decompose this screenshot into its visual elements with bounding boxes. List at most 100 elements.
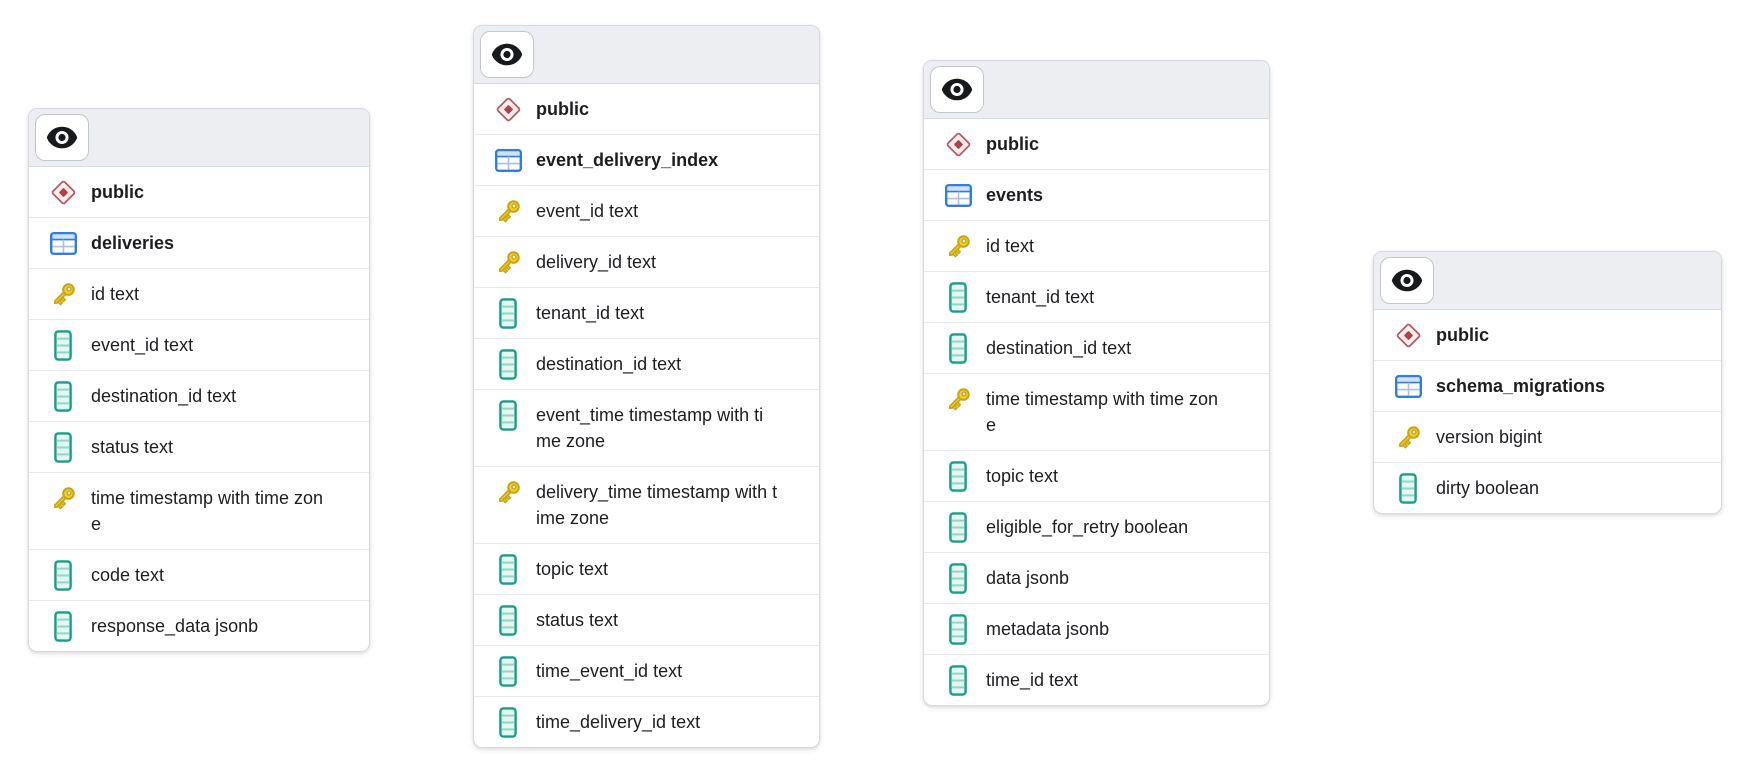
table-name: schema_migrations [1436,376,1606,396]
column-row: topic text [924,450,1269,501]
key-icon [493,479,523,505]
schema-row: public [29,167,369,217]
visibility-toggle-button[interactable] [930,66,984,113]
table-name: events [986,185,1044,205]
column-icon [48,329,78,361]
card-body: public events [924,119,1269,705]
card-header [924,61,1269,119]
column-label: eligible_for_retry boolean [986,517,1189,537]
schema-name: public [1436,325,1489,345]
key-icon [943,233,973,259]
column-label: time timestamp with time zone [91,488,324,534]
schema-diamond-icon [493,96,523,122]
column-icon [493,706,523,738]
column-label: event_id text [536,201,639,221]
schema-row: public [474,84,819,134]
column-row: time_delivery_id text [474,696,819,747]
table-card-schema_migrations[interactable]: public schema_migrations [1373,251,1722,514]
column-label: response_data jsonb [91,616,259,636]
column-icon [943,613,973,645]
key-icon [943,386,973,412]
column-icon [48,431,78,463]
column-icon [943,562,973,594]
table-icon [48,230,78,256]
column-label: id text [986,236,1035,256]
column-label: metadata jsonb [986,619,1110,639]
column-row: event_time timestamp with time zone [474,389,819,466]
key-icon [493,249,523,275]
column-row: time timestamp with time zone [29,472,369,549]
column-icon [493,655,523,687]
column-label: tenant_id text [536,303,645,323]
column-label: event_time timestamp with time zone [536,405,764,451]
table-name: event_delivery_index [536,150,719,170]
visibility-toggle-button[interactable] [35,114,89,161]
column-row: status text [474,594,819,645]
card-header [474,26,819,84]
table-card-deliveries[interactable]: public deliveries [28,108,370,652]
column-row: event_id text [29,319,369,370]
column-icon [943,281,973,313]
column-row: id text [924,220,1269,271]
column-label: time_delivery_id text [536,712,701,732]
eye-icon [45,124,79,152]
column-icon [943,460,973,492]
card-header [1374,252,1721,310]
column-icon [493,399,523,431]
column-row: data jsonb [924,552,1269,603]
column-label: id text [91,284,140,304]
column-row: eligible_for_retry boolean [924,501,1269,552]
column-icon [493,553,523,585]
column-label: destination_id text [986,338,1132,358]
key-icon [1393,424,1423,450]
key-icon [48,281,78,307]
table-name-row: events [924,169,1269,220]
schema-diamond-icon [943,131,973,157]
schema-name: public [91,182,144,202]
column-label: tenant_id text [986,287,1095,307]
column-row: version bigint [1374,411,1721,462]
column-label: time_id text [986,670,1079,690]
column-label: status text [91,437,174,457]
table-card-event_delivery_index[interactable]: public event_delivery_index [473,25,820,748]
schema-name: public [986,134,1039,154]
column-row: destination_id text [924,322,1269,373]
visibility-toggle-button[interactable] [480,31,534,78]
column-row: time_id text [924,654,1269,705]
table-name-row: schema_migrations [1374,360,1721,411]
column-label: status text [536,610,619,630]
visibility-toggle-button[interactable] [1380,257,1434,304]
column-row: response_data jsonb [29,600,369,651]
column-label: dirty boolean [1436,478,1540,498]
table-icon [493,147,523,173]
column-icon [493,297,523,329]
column-icon [48,559,78,591]
column-icon [943,332,973,364]
card-header [29,109,369,167]
column-label: topic text [986,466,1059,486]
column-icon [493,348,523,380]
column-row: id text [29,268,369,319]
column-label: delivery_time timestamp with time zone [536,482,778,528]
schema-row: public [1374,310,1721,360]
column-row: time timestamp with time zone [924,373,1269,450]
column-row: destination_id text [474,338,819,389]
column-icon [493,604,523,636]
column-row: status text [29,421,369,472]
schema-name: public [536,99,589,119]
table-name-row: event_delivery_index [474,134,819,185]
table-name-row: deliveries [29,217,369,268]
column-label: code text [91,565,165,585]
table-card-events[interactable]: public events [923,60,1270,706]
column-label: topic text [536,559,609,579]
column-label: event_id text [91,335,194,355]
column-row: delivery_id text [474,236,819,287]
column-icon [943,664,973,696]
key-icon [493,198,523,224]
column-label: version bigint [1436,427,1543,447]
table-name: deliveries [91,233,175,253]
column-row: dirty boolean [1374,462,1721,513]
schema-diamond-icon [48,179,78,205]
table-icon [1393,373,1423,399]
column-label: time timestamp with time zone [986,389,1219,435]
